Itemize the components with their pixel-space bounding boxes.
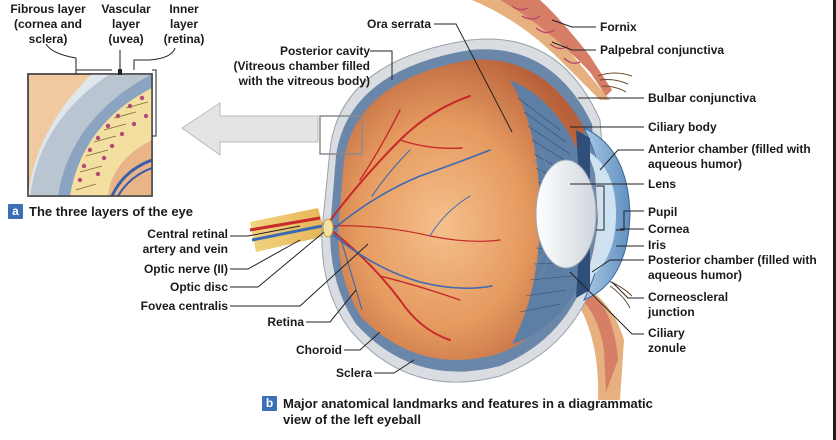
label-optic-disc: Optic disc [169,280,228,294]
label-retina: Retina [267,315,304,329]
caption-b: b Major anatomical landmarks and feature… [262,396,653,428]
label-fovea-centralis: Fovea centralis [140,299,228,313]
inset-three-layers [27,43,176,197]
label-optic-nerve: Optic nerve (II) [143,262,228,276]
label-palpebral-conjunctiva: Palpebral conjunctiva [600,43,725,57]
label-central-retinal: Central retinal artery and vein [142,227,228,256]
label-corneoscleral-junction: Corneoscleral junction [648,290,729,319]
label-pupil: Pupil [648,205,678,219]
label-vascular-layer: Vascular layer (uvea) [101,2,151,46]
label-inner-layer: Inner layer (retina) [163,2,205,46]
inset-source-box [319,115,363,155]
label-ciliary-body: Ciliary body [648,120,717,134]
label-choroid: Choroid [296,343,342,357]
right-edge-border [833,0,836,440]
caption-badge-a: a [8,204,23,219]
label-ciliary-zonule: Ciliary zonule [648,326,686,355]
label-fornix: Fornix [600,20,637,34]
label-ora-serrata: Ora serrata [367,17,432,31]
label-sclera: Sclera [335,366,372,380]
label-cornea: Cornea [648,222,690,236]
caption-b-text: Major anatomical landmarks and features … [283,396,653,427]
eyeball [249,0,633,400]
label-fibrous-layer: Fibrous layer (cornea and sclera) [10,2,86,46]
label-anterior-chamber: Anterior chamber (filled with aqueous hu… [648,142,811,171]
caption-a-text: The three layers of the eye [29,204,194,219]
caption-a: a The three layers of the eye [8,204,193,220]
leader-lines [230,19,644,374]
label-lens: Lens [648,177,677,191]
caption-badge-b: b [262,396,277,411]
label-posterior-cavity: Posterior cavity (Vitreous chamber fille… [233,44,370,88]
label-bulbar-conjunctiva: Bulbar conjunctiva [648,91,757,105]
label-posterior-chamber: Posterior chamber (filled with aqueous h… [648,253,817,282]
label-iris: Iris [648,238,667,252]
magnify-arrow [181,102,319,156]
